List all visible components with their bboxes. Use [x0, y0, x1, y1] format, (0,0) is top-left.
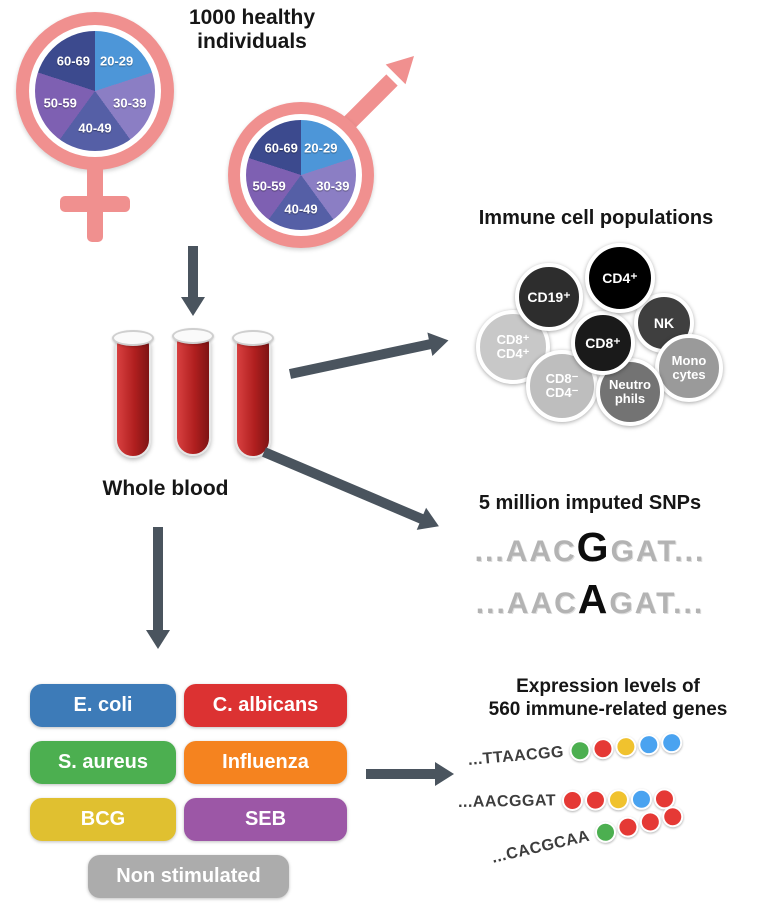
arrow-blood-to-snps	[259, 441, 444, 538]
age-label-30-39: 30-39	[113, 95, 147, 111]
age-label-40-49: 40-49	[78, 120, 112, 136]
cell-cd19: CD19⁺	[515, 263, 583, 331]
cell-cd4: CD4⁺	[585, 243, 655, 313]
male-arrow	[340, 56, 414, 132]
age-label-20-29: 20-29	[99, 53, 134, 69]
whole-blood-label: Whole blood	[102, 477, 229, 500]
arrow-individuals-to-blood	[181, 246, 205, 316]
gene-bead	[593, 819, 619, 845]
gene-sequence: ...TTAACGG	[467, 743, 565, 769]
female-circle-gap: 20-29 30-39 40-49 50-59 60-69	[29, 25, 161, 157]
female-age-pie: 20-29 30-39 40-49 50-59 60-69	[35, 31, 155, 151]
stimulus-bcg: BCG	[30, 798, 176, 841]
gene-bead	[630, 788, 653, 810]
immune-cells-title: Immune cell populations	[478, 207, 714, 229]
snp-sequence-ref: ...AACGGAT...	[474, 524, 706, 570]
expression-title: Expression levels of 560 immune-related …	[488, 676, 728, 720]
gene-bead	[607, 789, 630, 811]
figure-title: 1000 healthy individuals	[188, 6, 316, 54]
gene-bead	[591, 737, 615, 761]
snp-variant-letter: G	[576, 524, 611, 570]
cell-monocytes: Mono cytes	[655, 334, 723, 402]
gene-bead	[614, 735, 638, 759]
snp-variant-letter: A	[577, 576, 610, 622]
female-cross-bar	[60, 196, 130, 212]
age-label-60-69: 60-69	[264, 140, 298, 155]
male-circle-gap: 20-29 30-39 40-49 50-59 60-69	[240, 114, 362, 236]
stimulus-influenza: Influenza	[184, 741, 347, 784]
age-label-40-49: 40-49	[284, 201, 318, 217]
age-label-50-59: 50-59	[43, 95, 77, 111]
gene-bead	[584, 789, 607, 811]
gene-row: ...CACGCAA	[490, 804, 686, 869]
gene-bead	[660, 804, 686, 830]
gene-row: ...TTAACGG	[467, 731, 684, 771]
gene-sequence: ...CACGCAA	[489, 827, 592, 867]
age-label-30-39: 30-39	[316, 178, 350, 194]
snp-sequences: ...AACGGAT... ...AACAGAT...	[420, 526, 760, 630]
snps-title: 5 million imputed SNPs	[478, 492, 702, 514]
cell-cd8: CD8⁺	[571, 311, 635, 375]
blood-tube	[112, 330, 154, 460]
arrow-stimuli-to-expression	[366, 762, 454, 786]
age-label-60-69: 60-69	[56, 53, 91, 69]
arrow-blood-to-cells	[288, 328, 451, 386]
stimulus-non-stimulated: Non stimulated	[88, 855, 289, 898]
snp-sequence-alt: ...AACAGAT...	[475, 576, 705, 622]
female-circle: 20-29 30-39 40-49 50-59 60-69	[16, 12, 174, 170]
gene-row: ...AACGGAT	[457, 788, 676, 813]
gene-bead	[637, 809, 664, 835]
arrow-blood-to-stimuli	[146, 527, 170, 649]
gene-bead	[615, 814, 641, 840]
stimulus-seb: SEB	[184, 798, 347, 841]
gene-sequence: ...AACGGAT	[457, 791, 557, 811]
gene-bead	[637, 733, 661, 757]
blood-tube	[172, 328, 214, 458]
age-label-20-29: 20-29	[304, 140, 338, 155]
gene-bead	[561, 789, 584, 812]
blood-tube	[232, 330, 274, 460]
stimulus-saureus: S. aureus	[30, 741, 176, 784]
gene-bead	[568, 739, 592, 763]
male-age-pie: 20-29 30-39 40-49 50-59 60-69	[246, 120, 356, 230]
stimulus-ecoli: E. coli	[30, 684, 176, 727]
stimulus-calbicans: C. albicans	[184, 684, 347, 727]
age-label-50-59: 50-59	[252, 178, 286, 194]
male-circle: 20-29 30-39 40-49 50-59 60-69	[228, 102, 374, 248]
gene-bead	[660, 731, 684, 755]
